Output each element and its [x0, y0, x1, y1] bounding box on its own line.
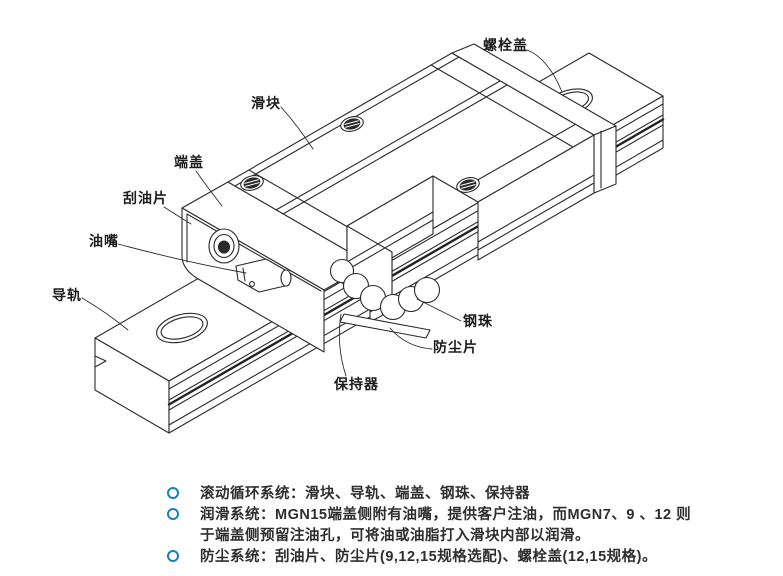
- note-item: 润滑系统：MGN15端盖侧附有油嘴，提供客户注油，而MGN7、9 、12 则: [167, 505, 767, 526]
- oil-port: [208, 228, 240, 264]
- notes-list: 滚动循环系统：滑块、导轨、端盖、钢珠、保持器 润滑系统：MGN15端盖侧附有油嘴…: [167, 484, 767, 568]
- label-grease-nipple: 油嘴: [89, 233, 119, 249]
- note-text: 于端盖侧预留注油孔，可将油或油脂打入滑块内部以润滑。: [200, 528, 590, 544]
- leader-retainer: [338, 313, 347, 377]
- label-oil-scraper: 刮油片: [123, 190, 168, 206]
- label-dust-sheet: 防尘片: [433, 339, 478, 355]
- grease-nipple-shape: [235, 258, 292, 293]
- rail-end-notch: [94, 355, 107, 368]
- note-item: 于端盖侧预留注油孔，可将油或油脂打入滑块内部以润滑。: [167, 526, 767, 547]
- dust-sheet-plate: [339, 313, 431, 339]
- block-front-face-right: [477, 134, 595, 261]
- slider-block-drawing: [181, 43, 617, 353]
- leader-bolt-cover: [526, 49, 563, 93]
- leader-oil-scraper: [163, 206, 192, 225]
- leader-slider-block: [280, 106, 314, 150]
- leader-steel-ball: [416, 298, 462, 322]
- leader-grease-nipple: [117, 243, 247, 274]
- note-text: 润滑系统：MGN15端盖侧附有油嘴，提供客户注油，而MGN7、9 、12 则: [200, 507, 692, 523]
- note-item: 滚动循环系统：滑块、导轨、端盖、钢珠、保持器: [167, 484, 767, 505]
- note-text: 滚动循环系统：滑块、导轨、端盖、钢珠、保持器: [200, 486, 530, 502]
- ring-bullet-icon: [167, 487, 179, 499]
- label-steel-ball: 钢珠: [463, 313, 493, 329]
- steel-balls: [329, 258, 441, 321]
- block-threaded-hole-2: [340, 116, 364, 132]
- rail-bolt-hole-left: [156, 312, 208, 344]
- note-item: 防尘系统：刮油片、防尘片(9,12,15规格选配)、螺栓盖(12,15规格)。: [167, 547, 767, 568]
- block-threaded-hole-3: [456, 177, 480, 193]
- leader-end-cap: [195, 170, 223, 207]
- label-bolt-cover: 螺栓盖: [483, 37, 528, 53]
- label-retainer: 保持器: [334, 376, 379, 392]
- block-threaded-hole-1: [240, 175, 264, 191]
- ring-bullet-icon: [167, 508, 179, 520]
- cutaway-parts: [329, 258, 441, 339]
- ring-bullet-icon: [167, 550, 179, 562]
- label-rail: 导轨: [52, 287, 82, 303]
- label-end-cap: 端盖: [174, 154, 204, 170]
- leader-lines: [81, 49, 563, 377]
- block-right-cap-face: [593, 125, 617, 194]
- label-slider-block: 滑块: [251, 95, 281, 111]
- leader-rail: [81, 297, 129, 331]
- note-text: 防尘系统：刮油片、防尘片(9,12,15规格选配)、螺栓盖(12,15规格)。: [200, 549, 657, 565]
- leader-dust-sheet: [389, 327, 433, 350]
- linear-guideway-drawing: [81, 43, 665, 434]
